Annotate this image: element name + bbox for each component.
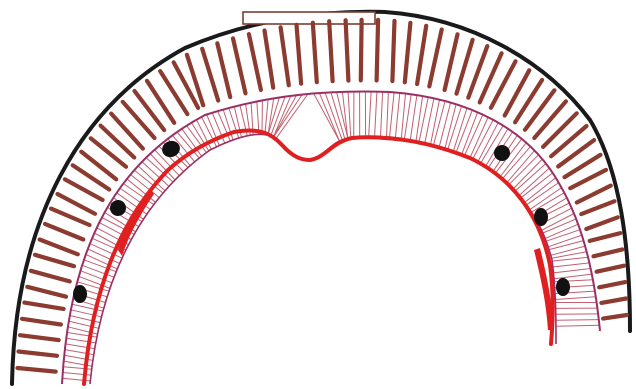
radial-fiber [346, 20, 349, 80]
radial-fiber [377, 20, 379, 81]
radial-fiber [361, 20, 362, 81]
nucleus [556, 278, 570, 296]
top-rectangle [243, 12, 375, 24]
hatch-line [556, 320, 599, 321]
radial-fiber [392, 21, 394, 81]
nucleus [73, 285, 87, 303]
nucleus [534, 208, 548, 226]
nucleus [494, 145, 510, 161]
